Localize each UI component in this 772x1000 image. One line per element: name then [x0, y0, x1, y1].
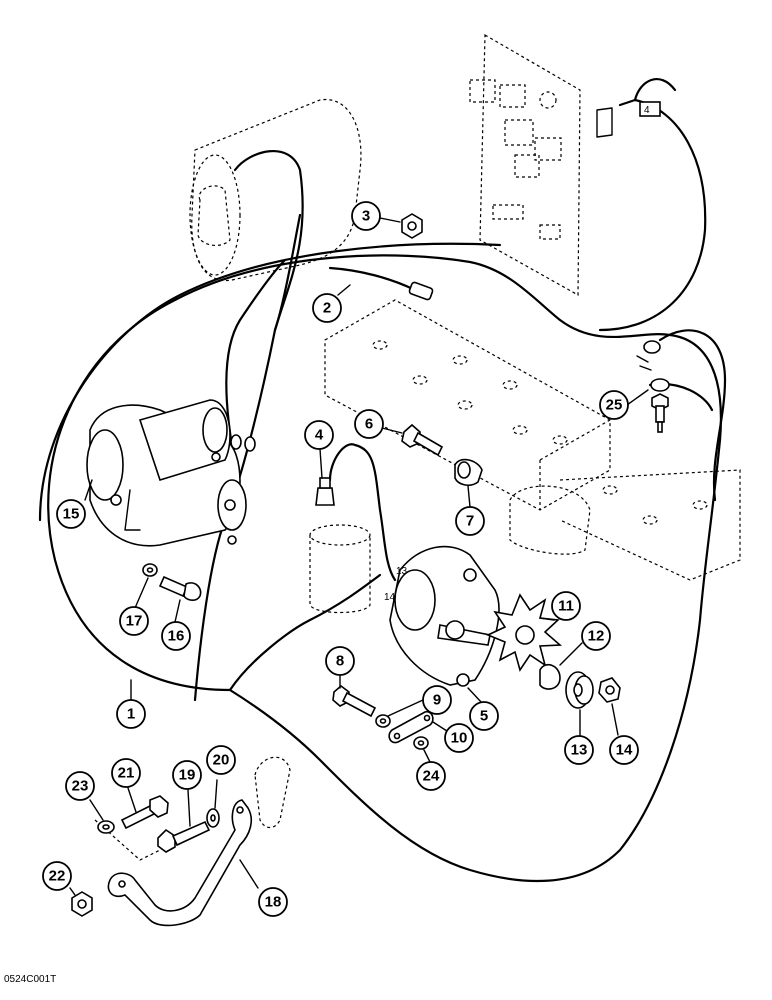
callout-6: 6 [354, 409, 384, 439]
alternator-fan [486, 593, 563, 672]
callout-10: 10 [444, 723, 474, 753]
leader-lines [69, 217, 649, 896]
pulley-nut [598, 677, 621, 703]
callout-5: 5 [469, 701, 499, 731]
washer-9 [375, 714, 391, 728]
figure-code: 0524C001T [4, 974, 56, 985]
mounting-bracket [107, 799, 252, 927]
svg-text:10: 10 [451, 730, 468, 747]
svg-text:17: 17 [126, 613, 143, 630]
callout-14: 14 [609, 735, 639, 765]
svg-text:12: 12 [588, 628, 605, 645]
bolt-16 [158, 575, 202, 601]
bolt-8 [332, 684, 377, 718]
callout-25: 25 [599, 390, 629, 420]
alternator [389, 545, 500, 687]
link-plate [388, 710, 434, 744]
svg-text:15: 15 [63, 506, 80, 523]
callout-11: 11 [551, 591, 581, 621]
background-cylinder [189, 99, 362, 282]
washer-24 [413, 736, 429, 750]
svg-text:7: 7 [466, 513, 474, 530]
callout-2: 2 [312, 293, 342, 323]
starter-terminals [230, 434, 256, 452]
svg-text:18: 18 [265, 894, 282, 911]
connector-tag-label: 4 [644, 105, 650, 116]
wire-number-14: 14 [384, 592, 396, 603]
background-oil-filter [309, 524, 371, 614]
bolt-21 [120, 795, 169, 830]
svg-text:19: 19 [179, 767, 196, 784]
pulley [565, 671, 594, 709]
bushing-7 [454, 458, 483, 487]
callout-21: 21 [111, 758, 141, 788]
svg-text:22: 22 [49, 868, 66, 885]
callout-18: 18 [258, 887, 288, 917]
callout-9: 9 [422, 685, 452, 715]
callout-16: 16 [161, 621, 191, 651]
nut-22 [71, 891, 93, 917]
wire-number-labels: 13 14 [384, 566, 408, 603]
svg-text:4: 4 [315, 427, 324, 444]
svg-text:23: 23 [72, 778, 89, 795]
callout-17: 17 [119, 606, 149, 636]
washer-23 [97, 820, 115, 834]
callout-22: 22 [42, 861, 72, 891]
spacer [539, 663, 561, 690]
svg-text:6: 6 [365, 416, 373, 433]
washer-20 [206, 808, 220, 828]
callout-4: 4 [304, 420, 334, 450]
svg-text:25: 25 [606, 397, 623, 414]
nut-3 [401, 213, 423, 239]
svg-text:3: 3 [362, 208, 370, 225]
svg-text:11: 11 [558, 598, 574, 615]
harness-connector: 4 [408, 101, 661, 301]
callout-19: 19 [172, 760, 202, 790]
callout-15: 15 [56, 499, 86, 529]
callout-12: 12 [581, 621, 611, 651]
svg-text:13: 13 [571, 742, 588, 759]
bolt-6 [401, 423, 444, 457]
svg-text:21: 21 [118, 765, 135, 782]
svg-text:8: 8 [336, 653, 344, 670]
callout-3: 3 [351, 201, 381, 231]
svg-text:5: 5 [480, 708, 488, 725]
background-circuit-board [469, 33, 613, 297]
callout-7: 7 [455, 506, 485, 536]
sensor-switch [315, 477, 335, 506]
callout-1: 1 [116, 699, 146, 729]
svg-text:9: 9 [433, 692, 441, 709]
starter-motor [86, 399, 247, 547]
svg-text:24: 24 [423, 768, 440, 785]
svg-text:2: 2 [323, 300, 331, 317]
callout-8: 8 [325, 646, 355, 676]
callout-13: 13 [564, 735, 594, 765]
wire-number-13: 13 [396, 566, 408, 577]
svg-text:20: 20 [213, 752, 230, 769]
washer-17 [142, 563, 158, 577]
callout-24: 24 [416, 761, 446, 791]
temperature-sender [636, 340, 670, 433]
callout-23: 23 [65, 771, 95, 801]
background-engine-block [324, 299, 741, 581]
svg-text:14: 14 [616, 742, 633, 759]
svg-text:16: 16 [168, 628, 185, 645]
svg-text:1: 1 [127, 706, 135, 723]
callout-20: 20 [206, 745, 236, 775]
bolt-19 [157, 820, 211, 853]
